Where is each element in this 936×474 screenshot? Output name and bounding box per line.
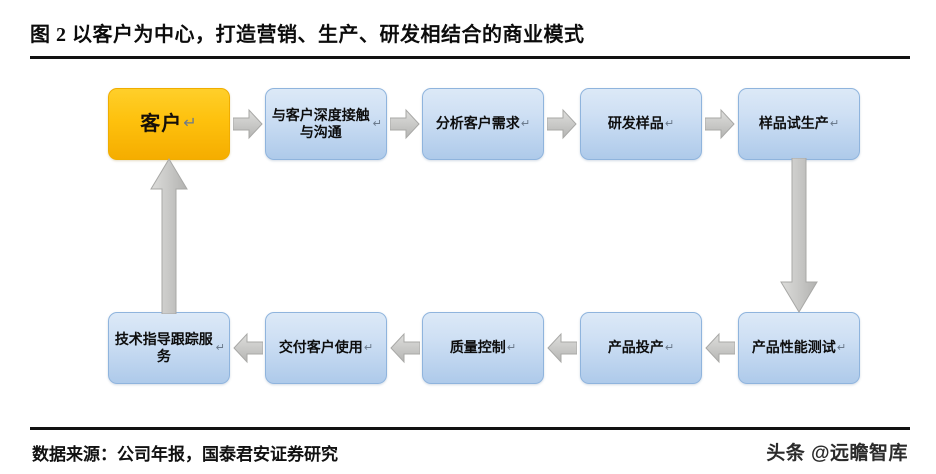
paragraph-mark-icon: ↵ bbox=[363, 342, 374, 354]
arrow-right-analyze-needs-to-develop-sample bbox=[547, 108, 577, 140]
flow-node-customer[interactable]: 客户↵ bbox=[108, 88, 230, 160]
paragraph-mark-icon: ↵ bbox=[664, 118, 675, 130]
paragraph-mark-icon: ↵ bbox=[372, 118, 382, 130]
paragraph-mark-icon: ↵ bbox=[836, 342, 847, 354]
arrow-left-mass-production-to-quality-control bbox=[547, 332, 577, 364]
watermark: 头条 @远瞻智库 bbox=[766, 443, 908, 464]
flow-node-label: 交付客户使用 bbox=[278, 339, 363, 356]
paragraph-mark-icon: ↵ bbox=[215, 342, 225, 354]
flow-node-label: 样品试生产 bbox=[758, 115, 829, 132]
flow-node-label: 客户 bbox=[140, 112, 183, 135]
arrow-right-deep-contact-to-analyze-needs bbox=[390, 108, 420, 140]
flow-node-develop-sample[interactable]: 研发样品↵ bbox=[580, 88, 702, 160]
arrow-left-deliver-customer-to-tech-support bbox=[233, 332, 263, 364]
flow-node-analyze-needs[interactable]: 分析客户需求↵ bbox=[422, 88, 544, 160]
page-title: 图 2 以客户为中心，打造营销、生产、研发相结合的商业模式 bbox=[30, 24, 585, 46]
flow-node-tech-support[interactable]: 技术指导跟踪服务↵ bbox=[108, 312, 230, 384]
arrow-right-develop-sample-to-trial-production bbox=[705, 108, 735, 140]
flow-node-label: 质量控制 bbox=[449, 339, 506, 356]
paragraph-mark-icon: ↵ bbox=[829, 118, 840, 130]
flowchart-diagram: 客户↵ 与客户深度接触与沟通↵ 分析客户需求↵ 研发样品↵ 样品试生产↵ 技术指… bbox=[0, 62, 936, 424]
flow-node-label: 分析客户需求 bbox=[435, 115, 520, 132]
arrow-down-trial-production-to-performance-test bbox=[779, 158, 819, 314]
arrow-left-performance-test-to-mass-production bbox=[705, 332, 735, 364]
flow-node-mass-production[interactable]: 产品投产↵ bbox=[580, 312, 702, 384]
title-divider bbox=[30, 56, 910, 59]
source-note: 数据来源：公司年报，国泰君安证券研究 bbox=[32, 445, 338, 464]
arrow-up-tech-support-to-customer bbox=[149, 158, 189, 314]
flow-node-deliver-customer[interactable]: 交付客户使用↵ bbox=[265, 312, 387, 384]
paragraph-mark-icon: ↵ bbox=[183, 115, 198, 132]
footer-divider bbox=[30, 427, 910, 430]
arrow-right-customer-to-deep-contact bbox=[233, 108, 263, 140]
flow-node-label: 研发样品 bbox=[607, 115, 664, 132]
paragraph-mark-icon: ↵ bbox=[664, 342, 675, 354]
paragraph-mark-icon: ↵ bbox=[520, 118, 531, 130]
flow-node-performance-test[interactable]: 产品性能测试↵ bbox=[738, 312, 860, 384]
flow-node-label: 产品性能测试 bbox=[751, 339, 836, 356]
flow-node-deep-contact[interactable]: 与客户深度接触与沟通↵ bbox=[265, 88, 387, 160]
flow-node-quality-control[interactable]: 质量控制↵ bbox=[422, 312, 544, 384]
paragraph-mark-icon: ↵ bbox=[506, 342, 517, 354]
flow-node-label: 与客户深度接触与沟通 bbox=[271, 106, 370, 141]
arrow-left-quality-control-to-deliver-customer bbox=[390, 332, 420, 364]
flow-node-trial-production[interactable]: 样品试生产↵ bbox=[738, 88, 860, 160]
flow-node-label: 产品投产 bbox=[607, 339, 664, 356]
flow-node-label: 技术指导跟踪服务 bbox=[114, 330, 213, 365]
